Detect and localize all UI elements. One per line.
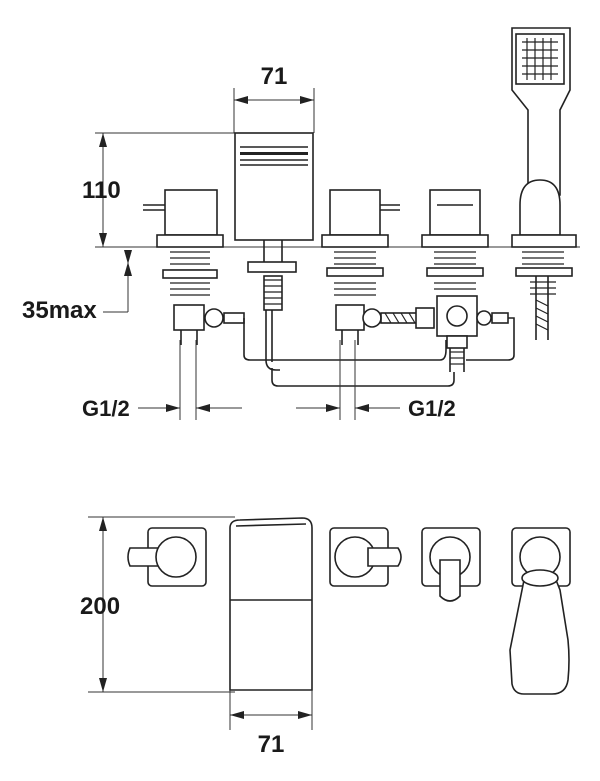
spout-elevation bbox=[234, 132, 314, 371]
handshower-elevation bbox=[511, 27, 577, 340]
max-35-dimension: 35max bbox=[22, 250, 132, 324]
spout-plan bbox=[229, 517, 313, 691]
left-valve-plan bbox=[127, 527, 207, 587]
thread-left-dimension: G1/2 bbox=[82, 396, 242, 421]
depth-200-dimension: 200 bbox=[80, 516, 235, 693]
plan-view: 200 bbox=[80, 516, 571, 758]
thread-right-dimension: G1/2 bbox=[296, 396, 456, 421]
depth-200-label: 200 bbox=[80, 593, 120, 620]
height-110-dimension: 110 bbox=[82, 133, 121, 247]
elevation-view: 71 110 35max bbox=[22, 27, 580, 421]
max-35-label: 35max bbox=[22, 297, 97, 324]
height-110-label: 110 bbox=[82, 177, 121, 204]
bottom-width-label: 71 bbox=[258, 731, 285, 758]
flex-pipes bbox=[243, 317, 515, 387]
diverter-plan bbox=[421, 527, 481, 602]
left-valve bbox=[143, 189, 245, 345]
handshower-plan bbox=[509, 527, 571, 695]
bottom-width-dimension: 71 bbox=[229, 690, 313, 758]
top-width-dimension: 71 bbox=[233, 63, 315, 133]
diverter-valve bbox=[421, 189, 509, 372]
thread-left-label: G1/2 bbox=[82, 396, 130, 421]
center-lines bbox=[179, 340, 356, 420]
middle-valve bbox=[321, 189, 400, 345]
thread-right-label: G1/2 bbox=[408, 396, 456, 421]
middle-valve-plan bbox=[329, 527, 402, 587]
top-width-label: 71 bbox=[261, 63, 288, 90]
connecting-hose bbox=[380, 307, 435, 329]
